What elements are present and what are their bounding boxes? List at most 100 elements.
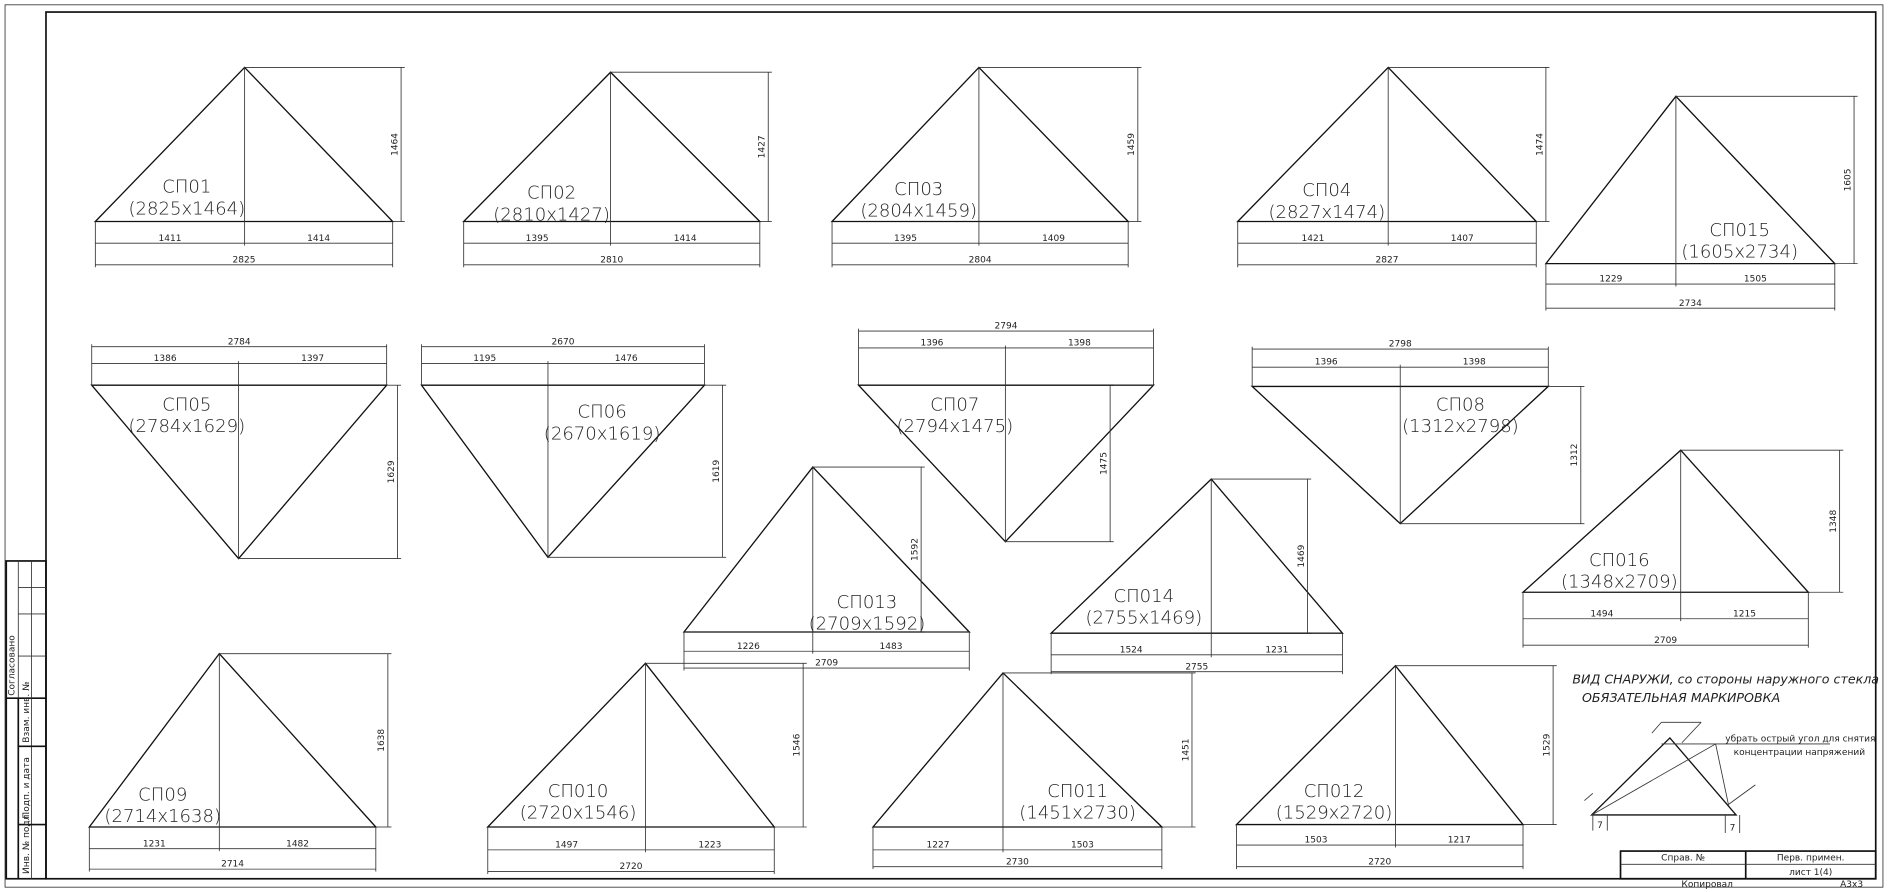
right-segment-value: 1505 [1744,275,1767,285]
left-segment-value: 1396 [1315,358,1338,368]
panel-outline [462,71,762,223]
panel-name: СП014 [1114,586,1175,607]
total-width-value: 2730 [1006,857,1029,867]
right-segment-value: 1482 [286,839,309,849]
panel-name: СП08 [1436,394,1485,415]
total-width-value: 2804 [969,255,992,265]
height-dim-value: 1605 [1843,168,1853,191]
total-width-value: 2709 [1654,636,1677,646]
panel-outline [682,466,971,633]
outer-border [4,4,1884,888]
corner-dim-right: 7 [1730,824,1736,834]
left-segment-value: 1386 [154,354,177,364]
format-label: А3х3 [1840,880,1863,890]
panel-name: СП012 [1304,781,1365,802]
panel-name: СП01 [162,177,211,198]
panel-outline [87,652,378,828]
left-segment-value: 1411 [158,234,181,244]
total-width-value: 2784 [228,337,251,347]
agreed-label: Согласовано [8,635,18,696]
panel-СП03: 1459 1395 1409 2804 СП03(2804x1459) [830,66,1142,268]
panel-outline [90,384,389,560]
marking-notes: ВИД СНАРУЖИ, со стороны наружного стекла… [1572,672,1879,834]
height-dim-value: 1469 [1297,544,1307,567]
panel-name: СП03 [894,179,943,200]
panel-name: СП09 [138,785,187,806]
panel-size: (2804x1459) [860,201,977,222]
right-segment-value: 1223 [698,840,721,850]
panel-outline [1049,478,1344,634]
left-segment-value: 1497 [555,840,578,850]
marking-detail-diagram: 7 7 [1584,721,1830,834]
right-segment-value: 1414 [674,234,697,244]
height-dim-value: 1464 [390,133,400,156]
right-segment-value: 1231 [1265,645,1288,655]
total-width-value: 2709 [815,659,838,669]
left-segment-value: 1227 [927,840,950,850]
total-width-value: 2714 [221,860,244,870]
inv-replace-label: Взам. инв. № [22,682,32,743]
panel-size: (2810x1427) [493,204,610,225]
height-dim-value: 1638 [377,729,387,752]
panel-name: СП02 [527,183,576,204]
panel-name: СП04 [1302,180,1351,201]
total-width-value: 2810 [600,255,623,265]
height-dim-value: 1619 [712,460,722,483]
panel-size: (2784x1629) [129,416,246,437]
height-dim-value: 1629 [387,460,397,483]
total-width-value: 2670 [552,337,575,347]
marking-note: ОБЯЗАТЕЛЬНАЯ МАРКИРОВКА [1582,690,1780,705]
total-width-value: 2827 [1376,255,1399,265]
left-segment-value: 1231 [143,839,166,849]
right-segment-value: 1414 [307,234,330,244]
height-dim-value: 1475 [1100,452,1110,475]
left-segment-value: 1229 [1599,275,1622,285]
panel-outline [1234,664,1525,826]
left-segment-value: 1395 [526,234,549,244]
height-dim-value: 1529 [1543,733,1553,756]
panel-name: СП011 [1047,781,1108,802]
left-segment-value: 1494 [1590,609,1613,619]
height-dim-value: 1592 [911,538,921,561]
panel-name: СП06 [578,402,627,423]
left-segment-value: 1195 [473,354,496,364]
panel-size: (1451x2730) [1019,803,1136,824]
right-segment-value: 1397 [301,354,324,364]
panel-outline [1236,66,1538,223]
panel-size: (1605x2734) [1681,242,1798,263]
left-segment-value: 1396 [920,338,943,348]
total-width-value: 2720 [1368,857,1391,867]
first-use-label: Перв. примен. [1777,854,1845,864]
height-dim-value: 1451 [1181,738,1191,761]
panel-outline [857,384,1155,543]
panel-size: (2709x1592) [809,614,926,635]
panel-size: (2714x1638) [104,806,221,827]
right-segment-value: 1503 [1071,840,1094,850]
panel-СП02: 1427 1395 1414 2810 СП02(2810x1427) [462,71,772,268]
right-segment-value: 1215 [1733,609,1756,619]
corner-note-line2: концентрации напряжений [1734,748,1866,758]
height-dim-value: 1459 [1127,133,1137,156]
height-dim-value: 1348 [1829,510,1839,533]
corner-note-line1: убрать острый угол для снятия [1725,735,1875,745]
panel-name: СП013 [837,592,898,613]
panel-outline [830,66,1130,223]
right-segment-value: 1409 [1042,234,1065,244]
right-segment-value: 1217 [1448,836,1471,846]
left-segment-value: 1395 [894,234,917,244]
height-dim-value: 1312 [1570,444,1580,467]
left-segment-value: 1503 [1304,836,1327,846]
panel-outline [871,671,1164,828]
right-segment-value: 1398 [1463,358,1486,368]
panel-outline [1521,449,1810,593]
panel-name: СП010 [548,781,609,802]
panel-size: (2794x1475) [897,416,1014,437]
height-dim-value: 1427 [758,135,768,158]
